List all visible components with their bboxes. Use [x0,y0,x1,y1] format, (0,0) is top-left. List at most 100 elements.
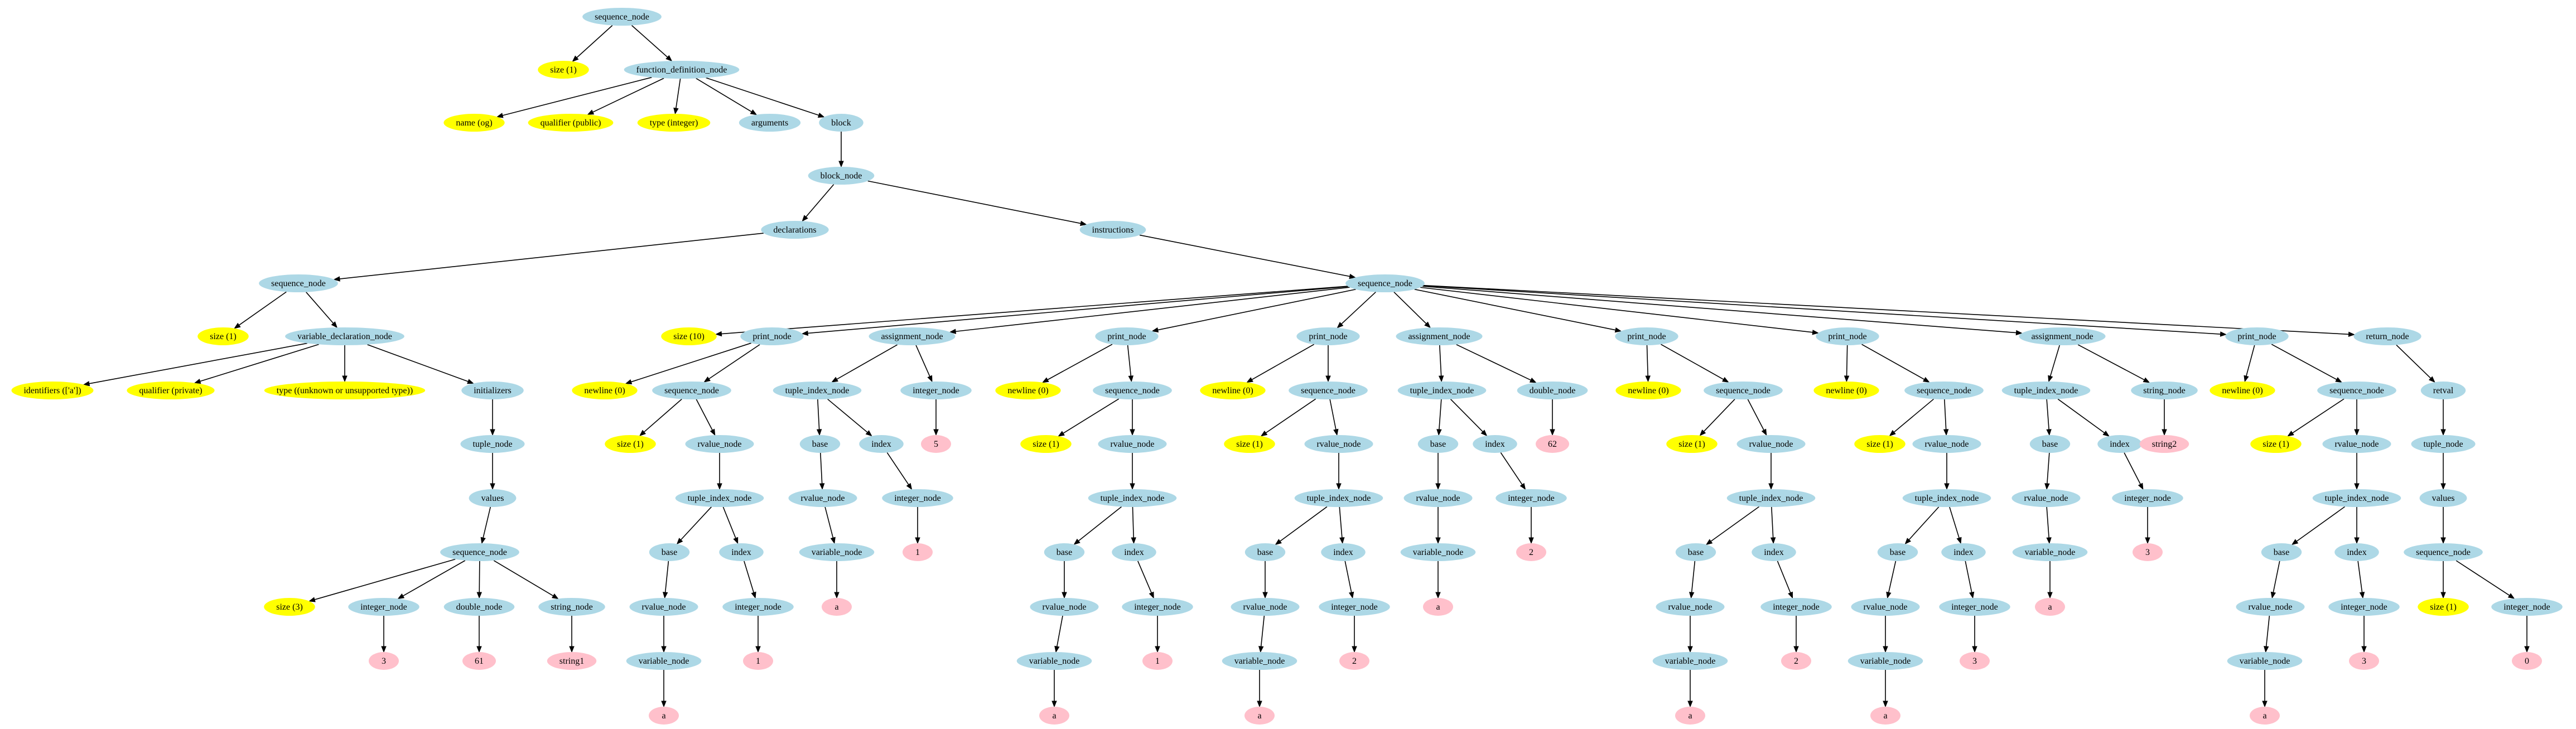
arrowhead [1155,646,1160,653]
node-label: tuple_index_node [1739,494,1803,503]
node-ellipse [1403,489,1473,507]
attribute-type-integer: type (integer) [637,114,711,132]
arrowhead [865,430,872,437]
node-ellipse [1016,652,1092,670]
arrowhead [234,322,241,329]
node-print-node: print_node [1816,327,1879,345]
node-ellipse [903,543,933,561]
edge-arrow [1777,561,1793,599]
node-label: rvalue_node [1924,440,1969,449]
edge-arrow [625,342,751,385]
arrowhead [308,597,316,602]
attribute-size-1: size (1) [538,61,589,79]
node-ellipse [2019,327,2106,345]
node-block-node: block_node [808,167,875,185]
node-ellipse [1088,489,1177,507]
node-ellipse [1112,543,1156,561]
edge-arrow [1325,345,1331,383]
arrowhead [625,379,633,385]
edge-line [1280,506,1328,542]
node-sequence-node: sequence_node [1345,274,1425,292]
node-ellipse [1020,435,1072,453]
arrowhead [676,538,683,545]
node-label: a [834,602,838,612]
node-base: base [1417,435,1459,453]
arrowhead [2359,591,2365,599]
edge-arrow [1645,345,1651,383]
node-label: variable_node [1413,548,1464,557]
node-ellipse [629,598,698,616]
leaf-0: 0 [2512,652,2542,670]
arrowhead [661,701,667,708]
edge-arrow [2440,453,2446,490]
edge-arrow [831,344,898,383]
arrowhead [1972,646,1977,653]
node-label: sequence_node [452,548,507,557]
node-ellipse [582,8,662,26]
node-ellipse [1652,652,1728,670]
edge-line [2057,398,2105,433]
node-ellipse [675,489,764,507]
node-base: base [1675,543,1716,561]
arrowhead [755,646,761,653]
node-index: index [1473,435,1517,453]
node-label: integer_node [894,494,941,503]
node-ellipse [264,382,426,399]
edge-arrow [2047,561,2053,599]
node-label: integer_node [1951,602,1998,612]
node-ellipse [1417,435,1459,453]
node-ellipse [2353,327,2421,345]
node-ellipse [264,598,315,616]
edge-line [808,286,1348,334]
node-ellipse [882,489,953,507]
edge-arrow [933,399,939,436]
node-rvalue-node: rvalue_node [2322,435,2391,453]
node-integer-node: integer_node [900,382,972,399]
edge-arrow [824,506,836,544]
node-ellipse [1423,598,1453,616]
attribute-size-3: size (3) [264,598,315,616]
node-ellipse [1656,598,1725,616]
node-ellipse [547,652,597,670]
edge-arrow [490,453,495,490]
node-label: integer_node [360,602,407,612]
edge-line [89,342,307,384]
node-ellipse [2225,327,2289,345]
attribute-newline-0: newline (0) [1200,382,1266,399]
node-base: base [1877,543,1918,561]
attribute-newline-0: newline (0) [1813,382,1879,399]
node-label: rvalue_node [1668,602,1712,612]
edge-arrow [631,25,673,62]
arrowhead [1130,483,1135,490]
node-label: size (3) [276,602,303,612]
node-label: tuple_index_node [1307,494,1371,503]
node-label: 61 [475,656,484,666]
arrowhead [1054,645,1060,653]
edge-arrow [1262,561,1268,599]
node-label: index [1764,548,1784,557]
node-rvalue-node: rvalue_node [1030,598,1099,616]
edge-arrow [1344,561,1354,599]
node-rvalue-node: rvalue_node [1736,435,1806,453]
edge-line [239,291,287,326]
arrowhead [1687,701,1693,708]
edge-line [915,345,930,377]
arrowhead [2044,483,2050,490]
edge-line [1057,615,1063,647]
arrowhead [1770,537,1776,544]
edge-line [1420,287,1813,333]
node-ellipse [127,382,215,399]
node-tuple-index-node: tuple_index_node [1397,382,1487,399]
edge-line [200,344,319,382]
edge-arrow [1436,399,1442,436]
node-label: newline (0) [2222,386,2263,395]
node-tuple-node: tuple_node [2411,435,2476,453]
node-label: sequence_node [595,12,649,22]
arrowhead [2291,539,2299,545]
node-label: function_definition_node [636,65,727,75]
node-ellipse [1517,382,1588,399]
node-ellipse [1704,382,1783,399]
edge-arrow [2287,398,2345,437]
node-ellipse [1339,652,1369,670]
